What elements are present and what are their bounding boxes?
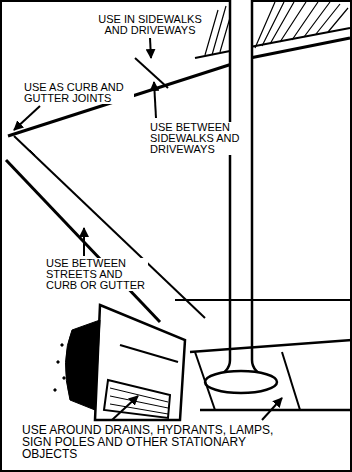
drain [54,305,185,420]
sidewalk-hatch [195,2,350,58]
callout-label: USE AROUND DRAINS, HYDRANTS, LAMPS, SIGN… [22,424,302,460]
callout-label: USE AS CURB AND GUTTER JOINTS [24,82,134,104]
callout-label: USE BETWEEN STREETS AND CURB OR GUTTER [46,258,148,291]
pole [205,0,277,393]
callout-label: USE BETWEEN SIDEWALKS AND DRIVEWAYS [150,122,248,155]
collar-joints [175,300,352,410]
callout-label: USE IN SIDEWALKS AND DRIVEWAYS [92,14,208,36]
joint-lines [6,38,350,322]
leader-arrows [14,38,282,420]
